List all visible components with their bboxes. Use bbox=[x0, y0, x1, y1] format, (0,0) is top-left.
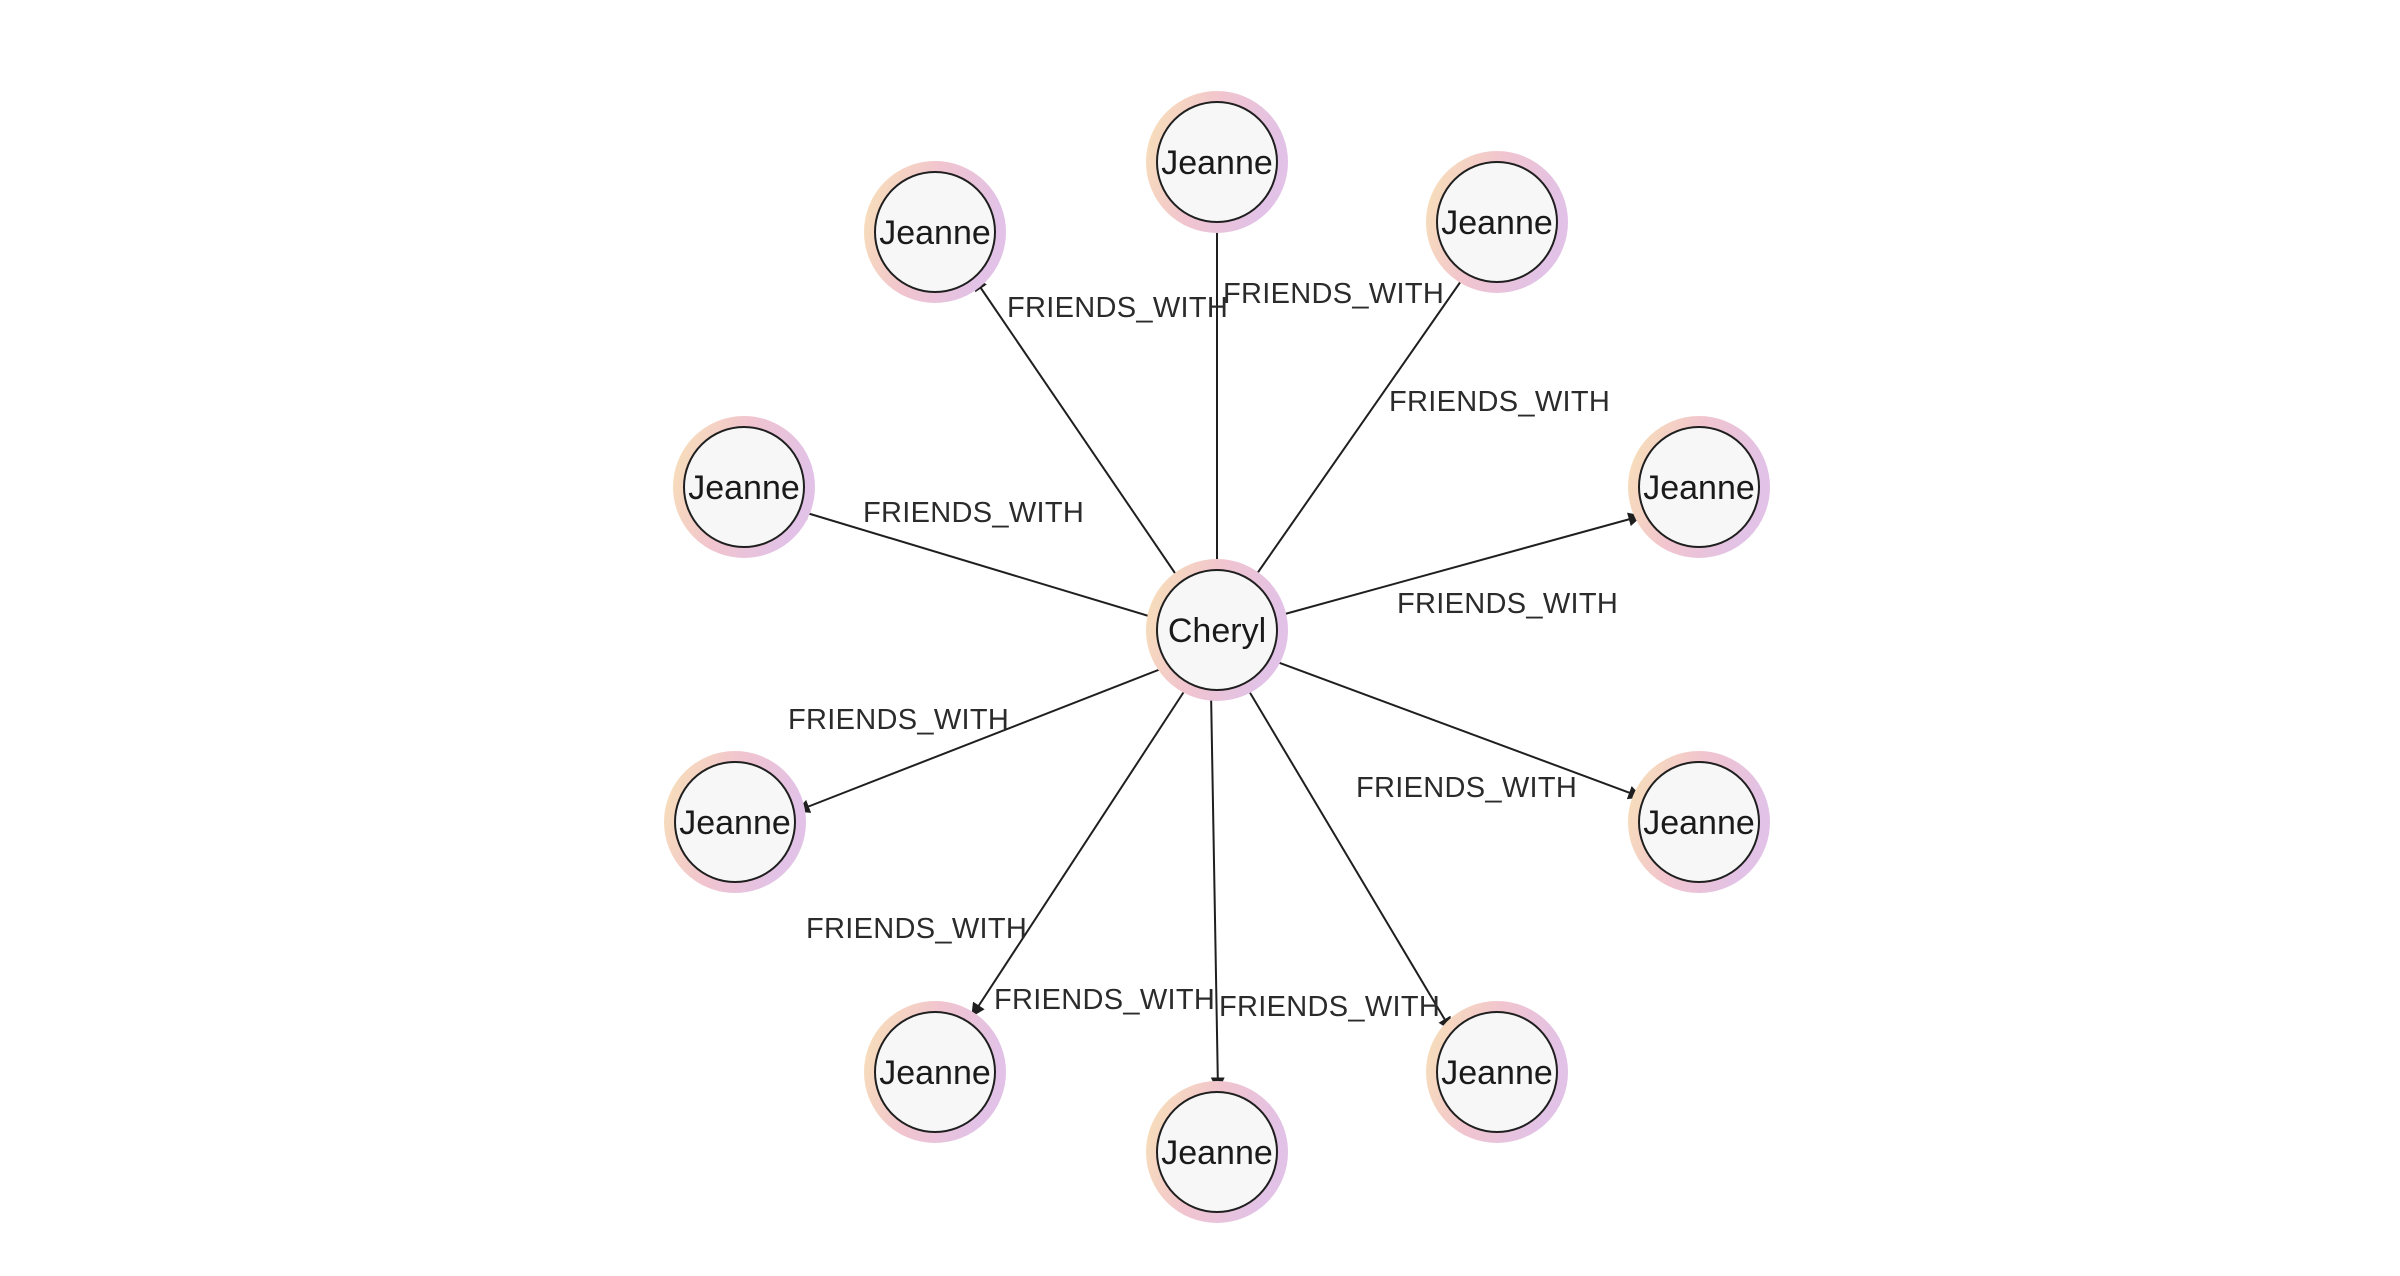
edges-layer: FRIENDS_WITH FRIENDS_WITH FRIENDS_WITH F… bbox=[788, 218, 1643, 1092]
node-halo bbox=[864, 1001, 1006, 1143]
node-6[interactable]: Jeanne bbox=[864, 1001, 1006, 1143]
node-center[interactable]: Cheryl bbox=[1146, 559, 1288, 701]
edge-line[interactable] bbox=[1245, 685, 1452, 1032]
edge-label: FRIENDS_WITH bbox=[1356, 772, 1577, 804]
edge-5[interactable]: FRIENDS_WITH bbox=[994, 690, 1225, 1092]
node-8[interactable]: Jeanne bbox=[673, 416, 815, 558]
node-label: Jeanne bbox=[879, 1054, 991, 1092]
edge-label: FRIENDS_WITH bbox=[1219, 991, 1440, 1023]
node-3[interactable]: Jeanne bbox=[1628, 751, 1770, 893]
node-label: Jeanne bbox=[1441, 1054, 1553, 1092]
edge-label: FRIENDS_WITH bbox=[863, 497, 1084, 529]
node-7[interactable]: Jeanne bbox=[664, 751, 806, 893]
edge-6[interactable]: FRIENDS_WITH bbox=[806, 686, 1188, 1018]
edge-line[interactable] bbox=[1253, 269, 1469, 579]
node-circle[interactable] bbox=[874, 1011, 996, 1133]
node-halo bbox=[864, 161, 1006, 303]
edge-line[interactable] bbox=[1210, 690, 1225, 1092]
edge-label: FRIENDS_WITH bbox=[806, 913, 1027, 945]
node-halo bbox=[1628, 416, 1770, 558]
edge-7[interactable]: FRIENDS_WITH bbox=[788, 666, 1167, 813]
edge-3[interactable]: FRIENDS_WITH bbox=[1271, 659, 1643, 804]
edge-line[interactable] bbox=[795, 666, 1167, 813]
node-label: Jeanne bbox=[1441, 204, 1553, 242]
edge-label: FRIENDS_WITH bbox=[994, 984, 1215, 1016]
node-4[interactable]: Jeanne bbox=[1426, 1001, 1568, 1143]
edge-label: FRIENDS_WITH bbox=[1007, 292, 1228, 324]
node-halo bbox=[1146, 1081, 1288, 1223]
node-0[interactable]: Jeanne bbox=[1146, 91, 1288, 233]
node-halo bbox=[673, 416, 815, 558]
node-circle[interactable] bbox=[1436, 161, 1558, 283]
edge-0[interactable]: FRIENDS_WITH bbox=[1210, 218, 1444, 560]
node-halo bbox=[1628, 751, 1770, 893]
node-5[interactable]: Jeanne bbox=[1146, 1081, 1288, 1223]
edge-2[interactable]: FRIENDS_WITH bbox=[1273, 512, 1643, 620]
node-circle[interactable] bbox=[1638, 761, 1760, 883]
node-circle[interactable] bbox=[683, 426, 805, 548]
node-label: Jeanne bbox=[879, 214, 991, 252]
node-2[interactable]: Jeanne bbox=[1628, 416, 1770, 558]
node-halo bbox=[1426, 151, 1568, 293]
node-label: Jeanne bbox=[1643, 804, 1755, 842]
node-label: Jeanne bbox=[688, 469, 800, 507]
node-label: Cheryl bbox=[1168, 612, 1266, 650]
edge-line[interactable] bbox=[971, 686, 1188, 1018]
edge-9[interactable]: FRIENDS_WITH bbox=[973, 276, 1228, 580]
edge-line[interactable] bbox=[1273, 512, 1643, 618]
node-circle[interactable] bbox=[874, 171, 996, 293]
edge-8[interactable]: FRIENDS_WITH bbox=[795, 497, 1163, 621]
node-9[interactable]: Jeanne bbox=[864, 161, 1006, 303]
node-1[interactable]: Jeanne bbox=[1426, 151, 1568, 293]
node-circle[interactable] bbox=[674, 761, 796, 883]
node-label: Jeanne bbox=[679, 804, 791, 842]
node-halo bbox=[1146, 559, 1288, 701]
edge-1[interactable]: FRIENDS_WITH bbox=[1253, 269, 1610, 579]
edge-label: FRIENDS_WITH bbox=[788, 704, 1009, 736]
node-label: Jeanne bbox=[1161, 144, 1273, 182]
node-label: Jeanne bbox=[1643, 469, 1755, 507]
node-label: Jeanne bbox=[1161, 1134, 1273, 1172]
edge-line[interactable] bbox=[1271, 659, 1643, 800]
edge-line[interactable] bbox=[973, 276, 1180, 580]
edge-label: FRIENDS_WITH bbox=[1223, 278, 1444, 310]
nodes-layer: Cheryl Jeanne Jeanne Jeanne Jeanne Jeann… bbox=[664, 91, 1770, 1223]
edge-label: FRIENDS_WITH bbox=[1389, 386, 1610, 418]
edge-line[interactable] bbox=[795, 506, 1163, 621]
edge-label: FRIENDS_WITH bbox=[1397, 588, 1618, 620]
node-circle[interactable] bbox=[1436, 1011, 1558, 1133]
node-circle[interactable] bbox=[1156, 101, 1278, 223]
node-circle[interactable] bbox=[1638, 426, 1760, 548]
edge-4[interactable]: FRIENDS_WITH bbox=[1219, 685, 1452, 1032]
node-circle[interactable] bbox=[1156, 1091, 1278, 1213]
node-halo bbox=[1426, 1001, 1568, 1143]
node-halo bbox=[664, 751, 806, 893]
node-circle[interactable] bbox=[1156, 569, 1278, 691]
node-halo bbox=[1146, 91, 1288, 233]
